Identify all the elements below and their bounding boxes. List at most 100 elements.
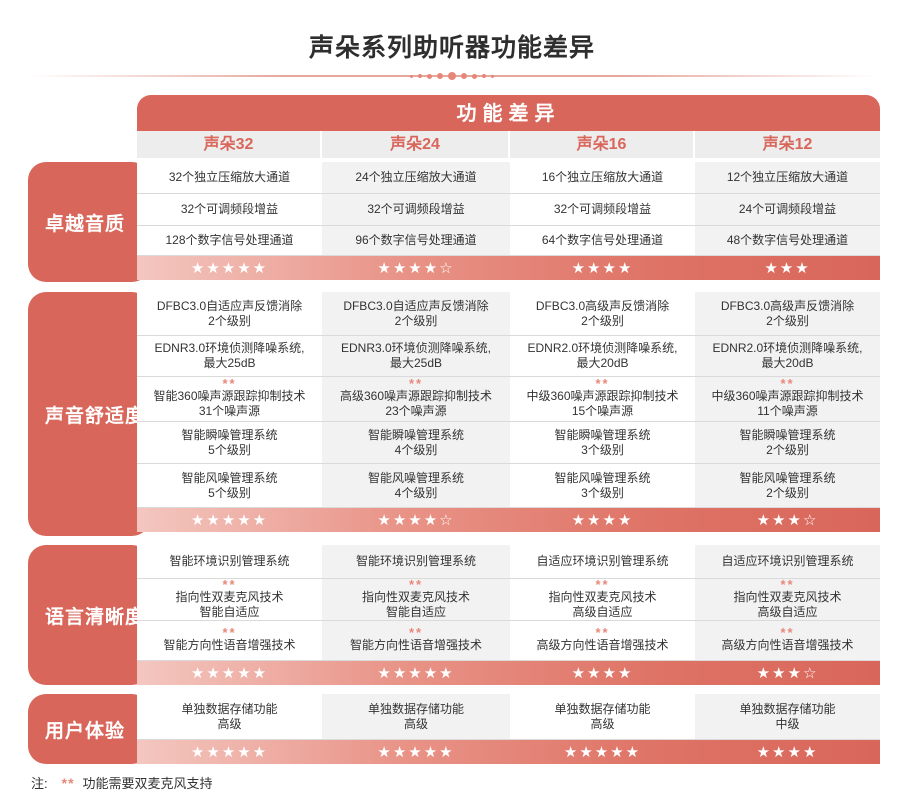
dual-mic-mark: ** xyxy=(780,376,795,391)
feature-cell: 自适应环境识别管理系统 xyxy=(510,545,695,578)
dual-mic-mark: ** xyxy=(408,576,424,592)
feature-cell: 单独数据存储功能中级 xyxy=(695,694,880,739)
feature-cell: EDNR2.0环境侦测降噪系统,最大20dB xyxy=(695,336,880,376)
feature-cell: 32个可调频段增益 xyxy=(322,194,510,225)
feature-text: 2个级别 xyxy=(208,313,251,328)
category-user-experience: 用户体验 xyxy=(28,694,150,764)
star-filled-icon: ★ xyxy=(377,665,393,682)
star-empty-icon: ☆ xyxy=(802,665,819,682)
star-filled-icon: ★ xyxy=(237,665,253,682)
feature-text: DFBC3.0高级声反馈消除 xyxy=(535,298,670,313)
star-filled-icon: ★ xyxy=(617,665,634,682)
feature-cell: 24个可调频段增益 xyxy=(695,194,880,225)
feature-text: 2个级别 xyxy=(766,485,809,500)
star-filled-icon: ★ xyxy=(252,665,269,682)
feature-text: 智能瞬噪管理系统 xyxy=(554,427,651,442)
dual-mic-mark: ** xyxy=(408,625,424,640)
feature-text: 31个噪声源 xyxy=(198,404,261,418)
star-filled-icon: ★ xyxy=(423,512,440,529)
feature-text: DFBC3.0自适应声反馈消除 xyxy=(156,298,303,313)
star-filled-icon: ★ xyxy=(221,744,238,761)
star-filled-icon: ★ xyxy=(587,260,603,277)
product-header-24: 声朵24 xyxy=(322,131,510,158)
feature-cell: **智能方向性语音增强技术 xyxy=(322,621,510,660)
feature-text: 32个可调频段增益 xyxy=(180,202,279,216)
feature-text: 指向性双麦克风技术 xyxy=(733,589,842,604)
star-filled-icon: ★ xyxy=(252,260,269,277)
star-filled-icon: ★ xyxy=(617,260,634,277)
star-filled-icon: ★ xyxy=(206,744,222,761)
star-filled-icon: ★ xyxy=(772,665,788,682)
feature-cell: **智能方向性语音增强技术 xyxy=(137,621,322,660)
feature-text: 最大20dB xyxy=(576,356,629,370)
feature-text: 智能方向性语音增强技术 xyxy=(163,638,296,652)
feature-text: EDNR3.0环境侦测降噪系统, xyxy=(340,341,492,355)
footnote-mark: ** xyxy=(61,774,75,791)
star-filled-icon: ★ xyxy=(423,744,440,761)
dual-mic-mark: ** xyxy=(780,576,795,592)
feature-text: 单独数据存储功能 xyxy=(181,701,278,716)
decorative-dots xyxy=(0,70,904,82)
feature-text: 智能方向性语音增强技术 xyxy=(349,638,482,652)
feature-text: 24个独立压缩放大通道 xyxy=(355,170,477,184)
feature-text: 智能风噪管理系统 xyxy=(739,470,836,485)
feature-text: 高级方向性语音增强技术 xyxy=(536,638,669,652)
star-filled-icon: ★ xyxy=(206,260,222,277)
star-filled-icon: ★ xyxy=(756,744,773,761)
feature-text: 指向性双麦克风技术 xyxy=(361,589,470,604)
feature-text: 智能瞬噪管理系统 xyxy=(367,427,464,442)
star-filled-icon: ★ xyxy=(408,260,424,277)
star-filled-icon: ★ xyxy=(221,260,238,277)
star-filled-icon: ★ xyxy=(252,512,269,529)
feature-text: 15个噪声源 xyxy=(571,404,634,418)
feature-text: EDNR3.0环境侦测降噪系统, xyxy=(154,341,305,355)
star-rating: ★★★★★ xyxy=(510,740,695,764)
feature-cell: 单独数据存储功能高级 xyxy=(322,694,510,739)
star-filled-icon: ★ xyxy=(779,260,796,277)
star-filled-icon: ★ xyxy=(237,260,253,277)
feature-text: 5个级别 xyxy=(208,485,251,500)
star-rating: ★★★★☆ xyxy=(322,256,510,280)
section-speech-clarity: 智能环境识别管理系统智能环境识别管理系统自适应环境识别管理系统自适应环境识别管理… xyxy=(137,545,880,685)
feature-cell: 48个数字信号处理通道 xyxy=(695,226,880,255)
feature-text: 2个级别 xyxy=(581,313,624,328)
table-row: 智能环境识别管理系统智能环境识别管理系统自适应环境识别管理系统自适应环境识别管理… xyxy=(137,545,880,579)
feature-text: 48个数字信号处理通道 xyxy=(726,233,849,247)
star-filled-icon: ★ xyxy=(610,744,626,761)
feature-text: 智能360噪声源跟踪抑制技术 xyxy=(153,389,306,403)
feature-cell: 自适应环境识别管理系统 xyxy=(695,545,880,578)
feature-text: 单独数据存储功能 xyxy=(367,701,464,716)
star-rating: ★★★★ xyxy=(510,256,695,280)
feature-text: 智能自适应 xyxy=(385,604,446,619)
star-filled-icon: ★ xyxy=(587,665,603,682)
feature-text: 高级 xyxy=(590,716,615,731)
footnote-text: 功能需要双麦克风支持 xyxy=(82,776,213,791)
star-filled-icon: ★ xyxy=(802,744,819,761)
feature-text: 128个数字信号处理通道 xyxy=(165,233,294,247)
feature-cell: **高级方向性语音增强技术 xyxy=(510,621,695,660)
feature-cell: EDNR2.0环境侦测降噪系统,最大20dB xyxy=(510,336,695,376)
star-rating: ★★★★★ xyxy=(137,740,322,764)
star-filled-icon: ★ xyxy=(439,665,455,682)
star-filled-icon: ★ xyxy=(392,260,409,277)
page-title: 声朵系列助听器功能差异 xyxy=(308,34,595,62)
star-filled-icon: ★ xyxy=(408,512,424,529)
feature-cell: 单独数据存储功能高级 xyxy=(510,694,695,739)
footnote: 注: ** 功能需要双麦克风支持 xyxy=(31,773,213,792)
feature-cell: 智能环境识别管理系统 xyxy=(137,545,322,578)
feature-text: 智能瞬噪管理系统 xyxy=(739,427,836,442)
star-filled-icon: ★ xyxy=(190,744,207,761)
feature-cell: 智能环境识别管理系统 xyxy=(322,545,510,578)
star-filled-icon: ★ xyxy=(772,744,788,761)
feature-text: 16个独立压缩放大通道 xyxy=(541,170,664,184)
